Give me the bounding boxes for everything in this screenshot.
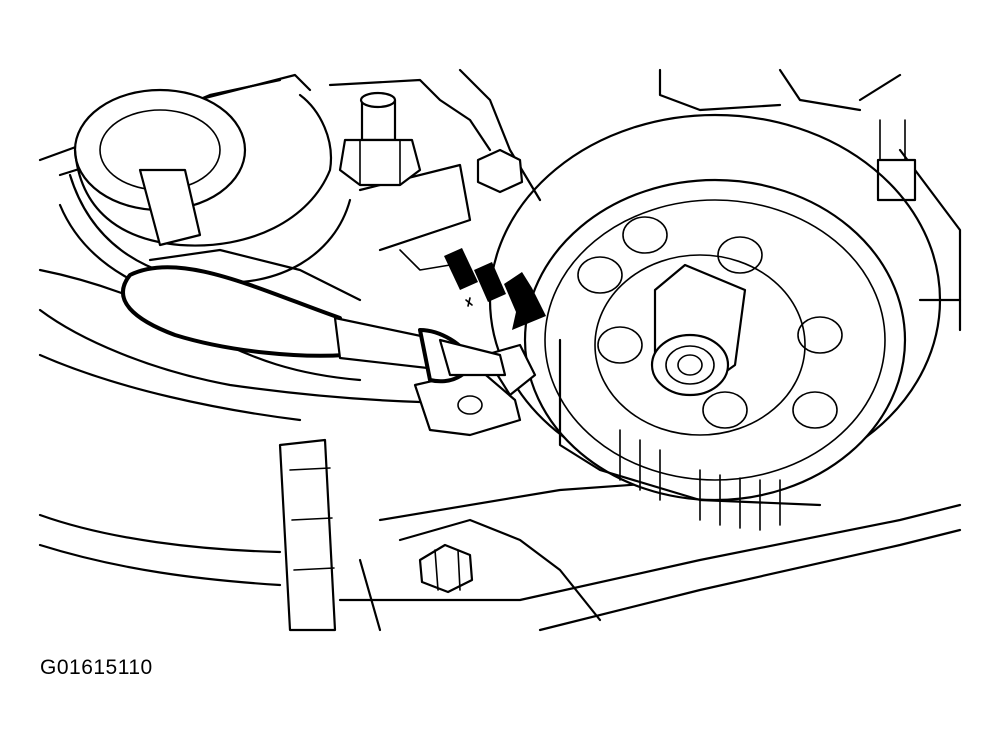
direction-arrow: [444, 248, 546, 330]
figure-code-label: G01615110: [40, 656, 153, 679]
arrow-segment-2: [474, 262, 506, 302]
wrench-handle: [121, 265, 507, 384]
bolt-top: [338, 91, 422, 187]
hose-clamp: [278, 438, 337, 632]
arrow-head: [504, 272, 546, 330]
idler-pulley: [488, 113, 942, 531]
engine-pulley-illustration: [38, 68, 962, 632]
bolt-mid: [476, 148, 524, 194]
bolt-right: [876, 119, 917, 202]
bolt-lower: [418, 543, 474, 594]
arrow-segment-1: [444, 248, 478, 290]
